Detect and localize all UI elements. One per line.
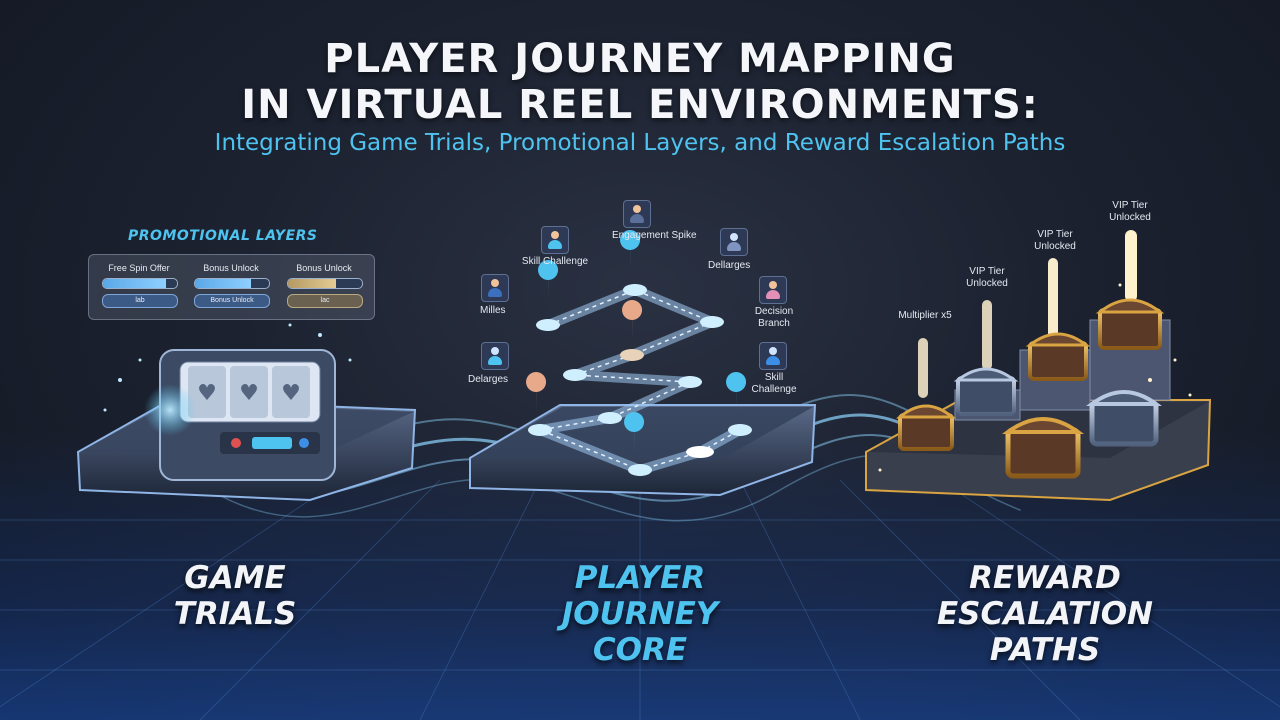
slot-machine: ♥ ♥ ♥ [144, 349, 336, 481]
offer-progress-bar [102, 278, 178, 289]
reward-label-vip-tier: VIP Tier Unlocked [966, 266, 1008, 289]
column-label-line: PATHS [989, 632, 1101, 668]
column-label-game-trials: GAME TRIALS [130, 560, 340, 632]
avatar-icon [623, 200, 651, 228]
reward-label-vip-tier: VIP Tier Unlocked [1109, 200, 1151, 223]
sparkles-left [103, 323, 352, 412]
page-subtitle: Integrating Game Trials, Promotional Lay… [214, 130, 1066, 156]
reward-label-multiplier: Multiplier x5 [898, 310, 952, 321]
column-label-line: GAME [184, 560, 286, 596]
offer-progress-bar [194, 278, 270, 289]
node-label-delarges: Delarges [468, 374, 509, 385]
svg-text:♥: ♥ [197, 381, 217, 406]
offer-progress-bar [287, 278, 363, 289]
offer-progress-fill [195, 279, 251, 288]
offer-label: Bonus Unlock [203, 263, 259, 273]
avatar-icon [759, 342, 787, 370]
avatar-icon [481, 342, 509, 370]
node-label-skill-challenge-right: Skill Challenge [751, 372, 797, 395]
journey-path-nodes [528, 284, 752, 476]
offer-pill: lab [102, 294, 178, 308]
avatar-icon [759, 276, 787, 304]
promotional-layers-card: Free Spin Offer lab Bonus Unlock Bonus U… [88, 254, 375, 320]
page-title-line1: PLAYER JOURNEY MAPPING [324, 36, 956, 82]
offer-label: Free Spin Offer [108, 263, 170, 273]
offer-progress-fill [288, 279, 337, 288]
column-label-line: REWARD [969, 560, 1121, 596]
column-label-line: CORE [592, 632, 688, 668]
page-title-line2: IN VIRTUAL REEL ENVIRONMENTS: [241, 82, 1039, 128]
column-label-line: ESCALATION [936, 596, 1153, 632]
column-label-line: TRIALS [173, 596, 297, 632]
node-label-milles: Milles [480, 305, 506, 316]
avatar-icon [481, 274, 509, 302]
svg-text:♥: ♥ [239, 381, 259, 406]
column-label-line: PLAYER [574, 560, 706, 596]
promotional-layers-heading: PROMOTIONAL LAYERS [128, 228, 318, 244]
avatar-icon [541, 226, 569, 254]
map-pins [526, 230, 747, 454]
treasure-chests [895, 298, 1165, 479]
node-label-text: Engagement Spike [612, 230, 697, 241]
column-label-player-journey-core: PLAYER JOURNEY CORE [520, 560, 760, 668]
node-label-decision-branch: Decision Branch [754, 306, 794, 329]
avatar-icon [720, 228, 748, 256]
sparkles-right [878, 283, 1192, 472]
offer-label: Bonus Unlock [296, 263, 352, 273]
column-label-line: JOURNEY [561, 596, 719, 632]
column-label-reward-escalation: REWARD ESCALATION PATHS [895, 560, 1195, 668]
node-label-dellarges: Dellarges [708, 260, 751, 271]
offer-pill: lac [287, 294, 363, 308]
node-label-skill-challenge: Skill Challenge [521, 256, 589, 267]
offer-pill: Bonus Unlock [194, 294, 270, 308]
offer-progress-fill [103, 279, 166, 288]
node-label-engagement-spike: Engagement Spike [612, 230, 697, 242]
reward-label-vip-tier: VIP Tier Unlocked [1034, 229, 1076, 252]
floor-grid [0, 479, 1280, 720]
reward-bars [918, 230, 1137, 398]
svg-text:♥: ♥ [281, 381, 301, 406]
